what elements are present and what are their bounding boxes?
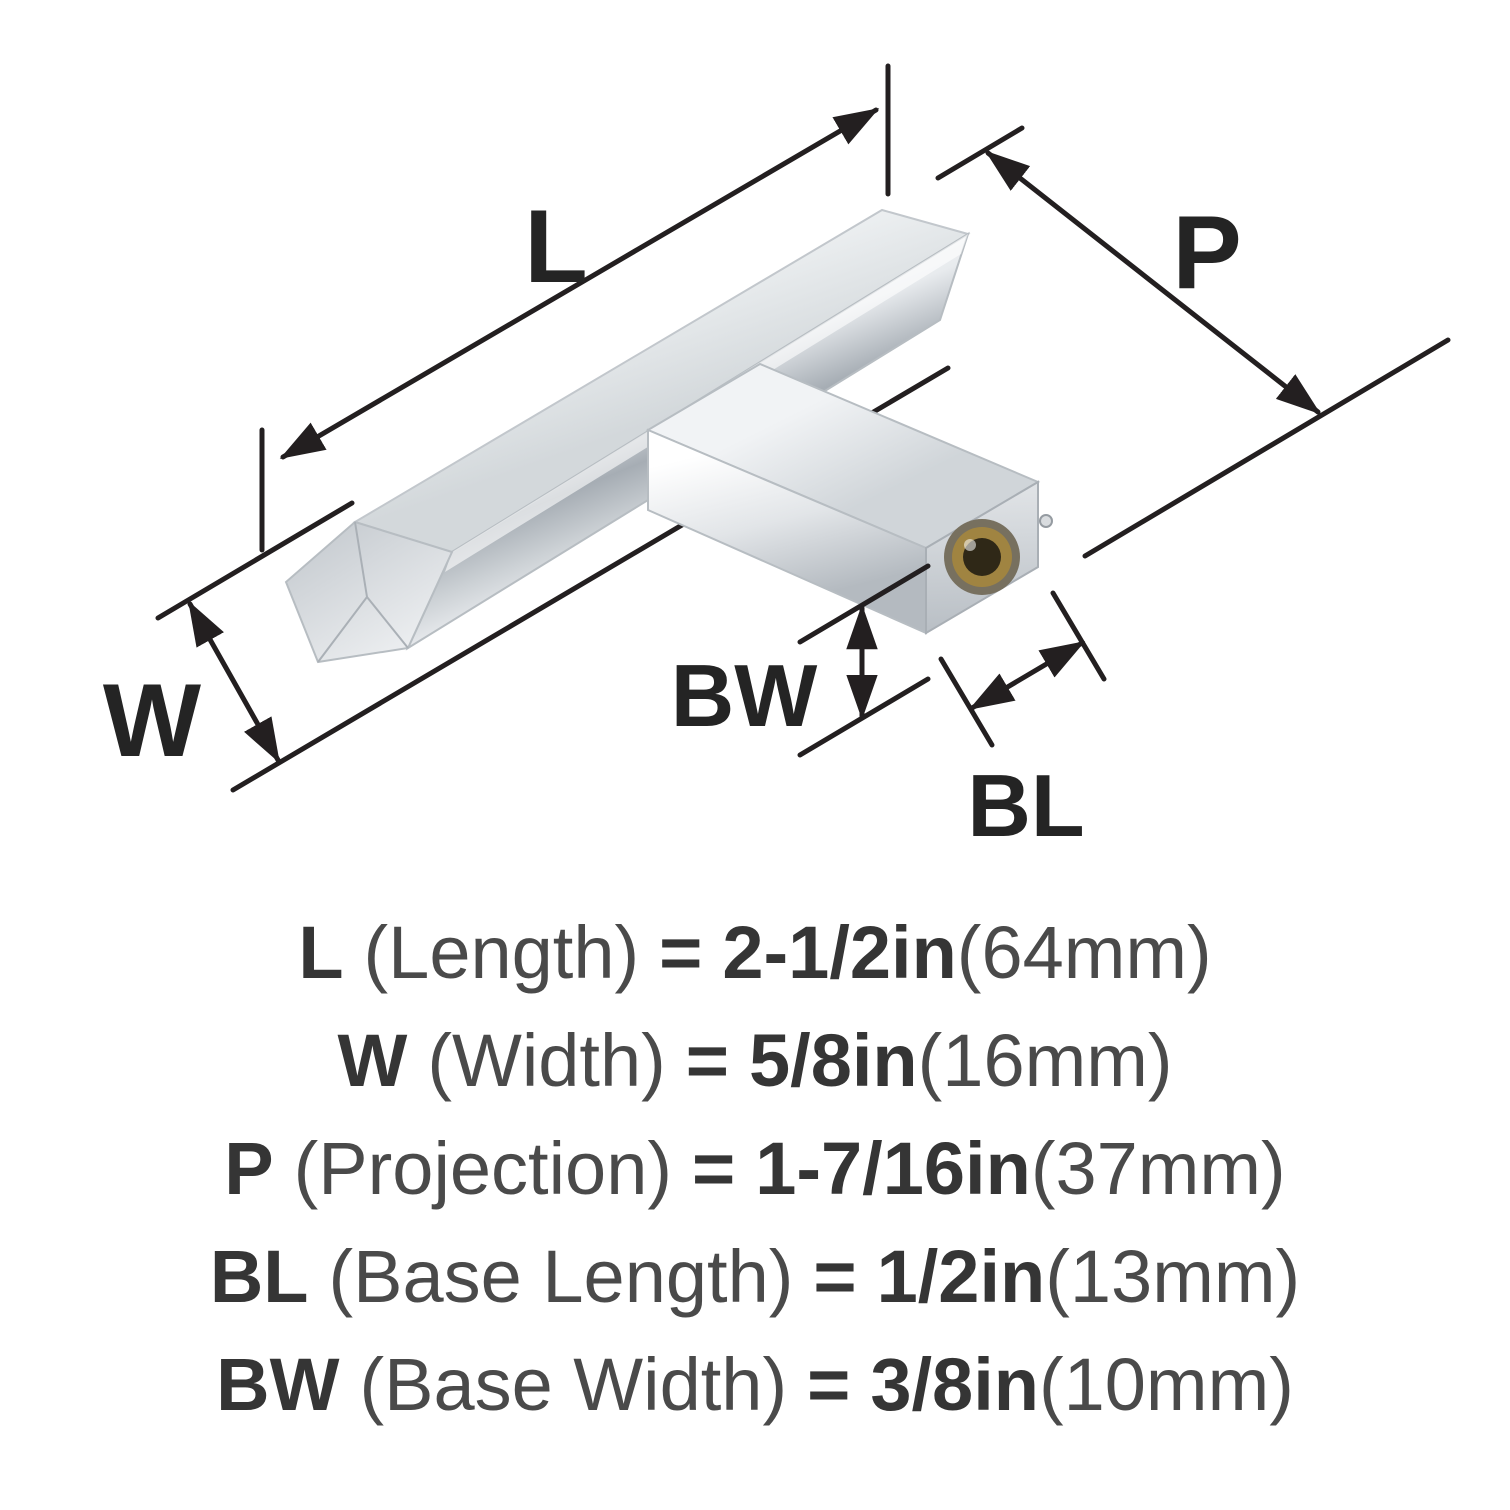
legend-value: 5/8in <box>749 1018 918 1102</box>
dim-label-projection: P <box>1172 195 1241 311</box>
dim-label-base-width: BW <box>671 646 818 745</box>
dim-group-base-length <box>938 590 1107 748</box>
legend-equals: = <box>807 1342 851 1426</box>
pin-detail-icon <box>1039 514 1053 528</box>
legend-metric: (16mm) <box>917 1018 1173 1102</box>
dim-label-length: L <box>524 189 588 305</box>
dim-label-base-length: BL <box>967 756 1084 855</box>
bw-extension-top <box>797 563 931 645</box>
knob-bar-end-cap <box>284 520 454 664</box>
end-cap-facet-edge-2 <box>366 596 409 649</box>
legend-row-length: L (Length) = 2-1/2in (64mm) <box>298 898 1211 1006</box>
legend-equals: = <box>692 1126 736 1210</box>
p-extension-bottom <box>1082 337 1451 559</box>
dim-label-width: W <box>103 663 202 779</box>
legend-dim-name: (Width) <box>427 1018 666 1102</box>
legend-symbol: W <box>337 1018 408 1102</box>
legend-value: 1/2in <box>876 1234 1046 1318</box>
legend-row-width: W (Width) = 5/8in (16mm) <box>337 1006 1172 1114</box>
bl-dimension-arrow <box>968 640 1086 711</box>
legend-row-base-width: BW (Base Width) = 3/8in (10mm) <box>216 1330 1294 1438</box>
dim-group-length <box>259 63 891 553</box>
bl-extension-right <box>1050 590 1107 682</box>
dim-group-width <box>155 500 355 764</box>
legend-equals: = <box>685 1018 729 1102</box>
legend-symbol: L <box>298 910 344 994</box>
legend-value: 2-1/2in <box>722 910 957 994</box>
legend-symbol: BW <box>216 1342 340 1426</box>
legend-dim-name: (Length) <box>363 910 640 994</box>
legend-symbol: P <box>224 1126 274 1210</box>
dim-group-base-width <box>797 563 931 758</box>
bl-extension-left <box>938 656 995 748</box>
knob-dimension-drawing: L P W BW BL <box>103 63 1451 855</box>
legend-metric: (10mm) <box>1038 1342 1294 1426</box>
w-extension-top <box>155 500 355 621</box>
legend-symbol: BL <box>209 1234 309 1318</box>
legend-metric: (13mm) <box>1045 1234 1301 1318</box>
legend-dim-name: (Base Length) <box>328 1234 794 1318</box>
legend-dim-name: (Projection) <box>293 1126 672 1210</box>
legend-metric: (37mm) <box>1030 1126 1286 1210</box>
legend-equals: = <box>659 910 703 994</box>
legend-metric: (64mm) <box>956 910 1212 994</box>
l-dimension-arrow <box>279 107 880 460</box>
spec-legend: L (Length) = 2-1/2in (64mm) W (Width) = … <box>0 898 1510 1438</box>
p-extension-top <box>935 125 1025 181</box>
legend-value: 1-7/16in <box>755 1126 1031 1210</box>
legend-row-base-length: BL (Base Length) = 1/2in (13mm) <box>210 1222 1300 1330</box>
p-dimension-arrow <box>985 150 1321 415</box>
screw-hole-glint <box>964 539 976 551</box>
dim-group-projection <box>935 125 1451 559</box>
w-dimension-arrow <box>187 600 281 764</box>
legend-equals: = <box>813 1234 857 1318</box>
knob-photo <box>284 208 1053 664</box>
legend-dim-name: (Base Width) <box>359 1342 788 1426</box>
legend-row-projection: P (Projection) = 1-7/16in (37mm) <box>224 1114 1285 1222</box>
legend-value: 3/8in <box>870 1342 1039 1426</box>
